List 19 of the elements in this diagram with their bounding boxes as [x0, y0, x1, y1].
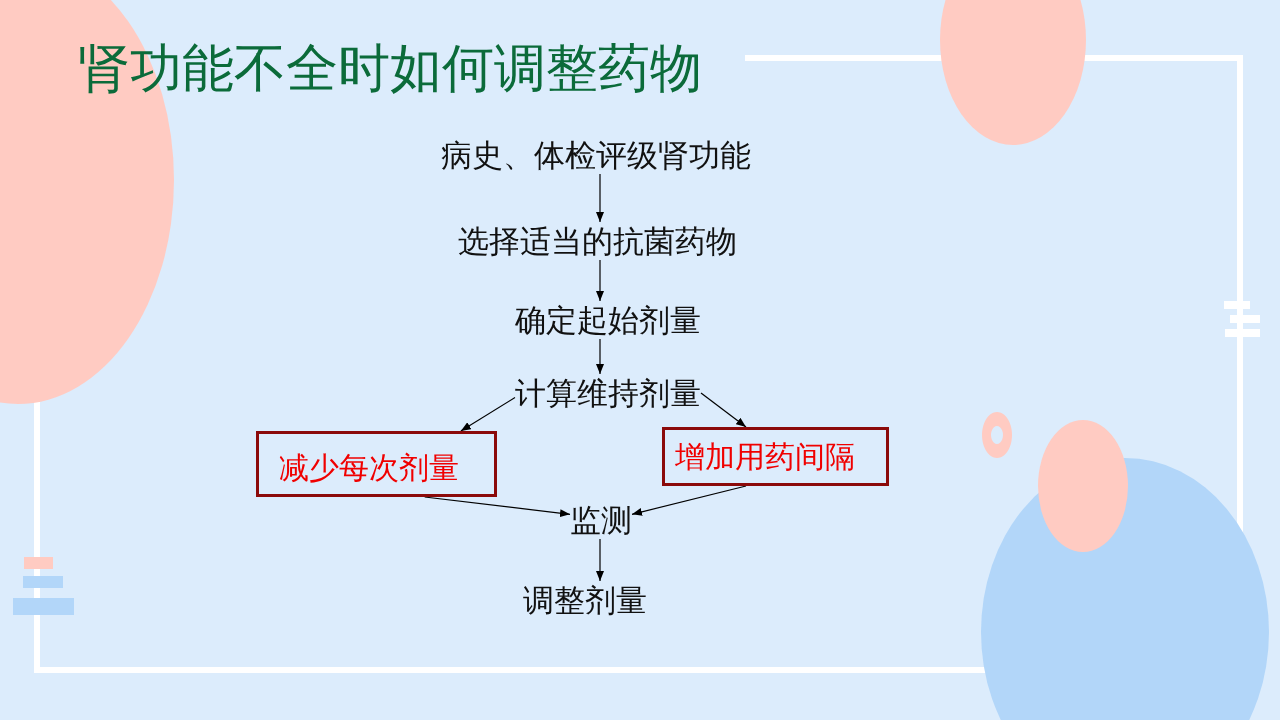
arrow [596, 259, 604, 302]
arrow [631, 485, 747, 516]
slide-title: 肾功能不全时如何调整药物 [78, 37, 702, 100]
step-text: 监测 [570, 501, 632, 539]
step-text: 确定起始剂量 [515, 301, 701, 339]
step-text: 增加用药间隔 [675, 437, 855, 476]
step-text: 病史、体检评级肾功能 [441, 136, 751, 174]
step-text: 选择适当的抗菌药物 [457, 222, 737, 260]
arrow [424, 496, 571, 518]
arrow [596, 338, 604, 375]
step-text: 减少每次剂量 [279, 449, 459, 487]
step-text: 调整剂量 [523, 581, 647, 619]
highlight-box [662, 427, 889, 486]
arrow [700, 392, 747, 428]
arrow [596, 173, 604, 223]
step-text: 计算维持剂量 [515, 374, 701, 412]
highlight-box [256, 431, 497, 497]
arrow [460, 396, 516, 432]
arrow [596, 538, 604, 582]
